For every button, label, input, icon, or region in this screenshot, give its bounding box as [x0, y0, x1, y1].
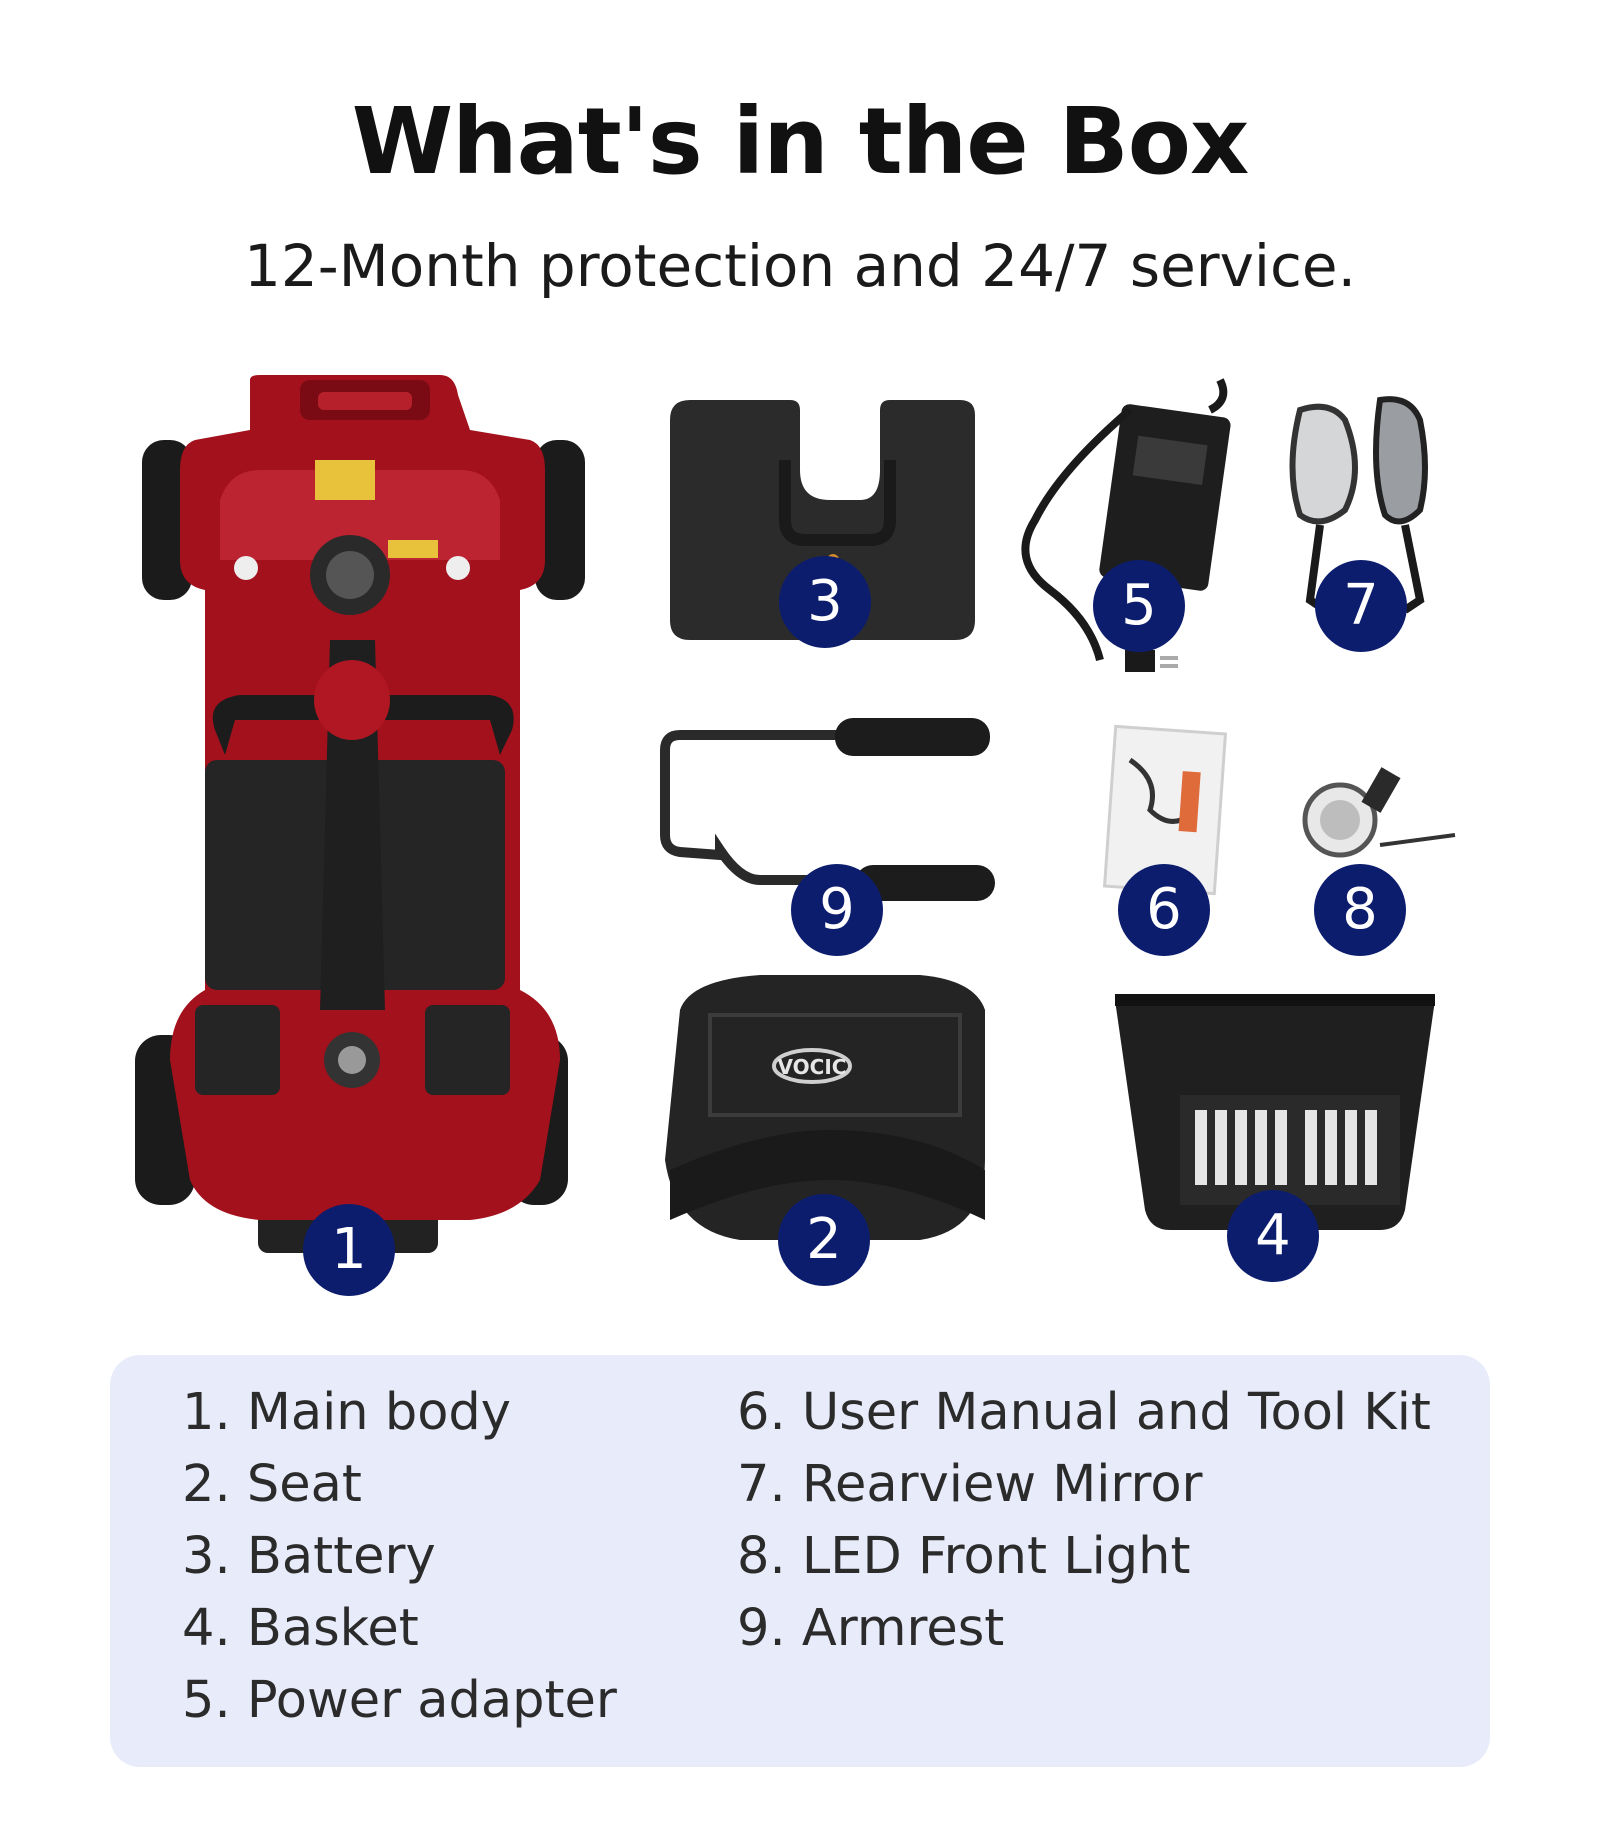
badge-led-light: 8 [1314, 864, 1406, 956]
product-illustrations: VOCIC 1 2 3 4 5 6 7 8 9 [135, 375, 1456, 1296]
legend-item: 3. Battery [182, 1527, 436, 1586]
seat-brand-logo: VOCIC [778, 1055, 847, 1079]
legend-item: 7. Rearview Mirror [737, 1455, 1203, 1514]
legend-item: 5. Power adapter [182, 1671, 617, 1730]
rearview-mirror-illustration [1289, 396, 1428, 614]
page-subtitle: 12-Month protection and 24/7 service. [243, 232, 1357, 300]
badge-power-adapter: 5 [1093, 560, 1185, 652]
legend-item: 8. LED Front Light [737, 1527, 1191, 1586]
legend-item: 6. User Manual and Tool Kit [737, 1383, 1431, 1442]
power-adapter-illustration [1021, 378, 1231, 672]
badge-battery: 3 [779, 556, 871, 648]
seat-illustration: VOCIC [665, 975, 985, 1240]
armrest-illustration [660, 718, 995, 901]
badge-basket: 4 [1227, 1190, 1319, 1282]
badge-user-manual: 6 [1118, 864, 1210, 956]
basket-illustration [1115, 994, 1435, 1230]
legend-item: 2. Seat [182, 1455, 362, 1514]
legend-item: 9. Armrest [737, 1599, 1005, 1658]
page-title: What's in the Box [351, 88, 1250, 195]
badge-rearview-mirror: 7 [1315, 560, 1407, 652]
badge-armrest: 9 [791, 864, 883, 956]
legend-item: 4. Basket [182, 1599, 419, 1658]
legend-column-right: 6. User Manual and Tool Kit 7. Rearview … [737, 1377, 1431, 1665]
main-body-illustration [135, 375, 585, 1253]
contents-legend: 1. Main body 2. Seat 3. Battery 4. Baske… [110, 1355, 1490, 1767]
led-front-light-illustration [1302, 767, 1456, 858]
product-art: VOCIC [135, 375, 1456, 1253]
badge-seat: 2 [778, 1194, 870, 1286]
badge-main-body: 1 [303, 1204, 395, 1296]
legend-item: 1. Main body [182, 1383, 511, 1442]
legend-column-left: 1. Main body 2. Seat 3. Battery 4. Baske… [182, 1377, 617, 1737]
